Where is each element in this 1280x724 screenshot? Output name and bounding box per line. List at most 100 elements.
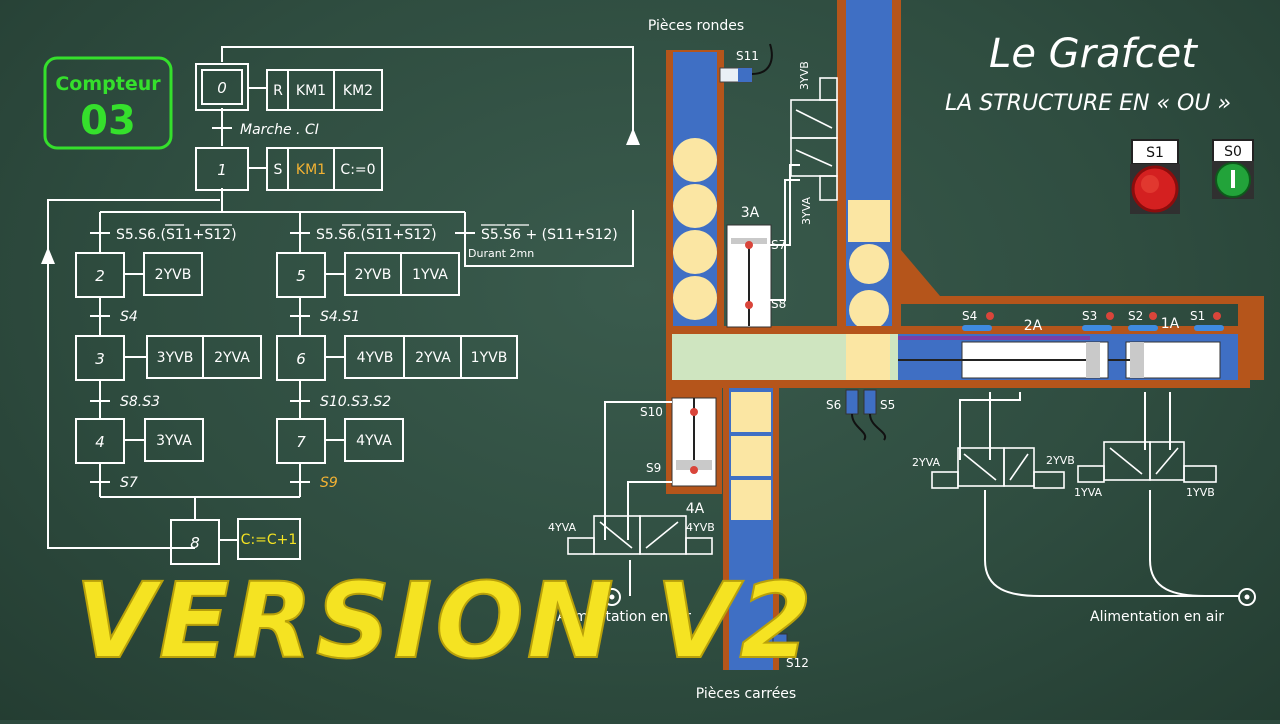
valve-3-mid <box>790 137 838 177</box>
valve-2yvb-label: 2YVB <box>1046 454 1075 467</box>
step-5-number: 5 <box>296 267 306 285</box>
action-box-0 <box>266 69 383 111</box>
s1-button-label: S1 <box>1146 145 1164 161</box>
cylinder-2a <box>898 336 1109 379</box>
counter-label: Compteur <box>55 73 161 95</box>
s4-label: S4 <box>962 309 977 323</box>
action-1-3: C:=0 <box>340 162 375 178</box>
s6-sensor <box>845 389 859 415</box>
square-parts-magazine <box>723 388 779 670</box>
s1-label: S1 <box>1190 309 1205 323</box>
transition-2-label: S4 <box>120 309 138 325</box>
s5-label: S5 <box>880 398 895 412</box>
s0-button[interactable]: S0 <box>1212 139 1254 199</box>
step-1-number: 1 <box>217 161 227 179</box>
action-8-1: C:=C+1 <box>241 532 298 548</box>
s6-label: S6 <box>826 398 841 412</box>
transition-6-label: S10.S3.S2 <box>320 394 391 410</box>
transition-0-label: Marche . CI <box>240 122 319 138</box>
grafcet-lines <box>47 46 634 549</box>
valve-4-right[interactable] <box>639 515 687 555</box>
valve-2-right[interactable] <box>1003 447 1035 487</box>
step-0-number: 0 <box>217 79 227 97</box>
s2-sensor <box>1128 325 1158 331</box>
s5-sensor <box>863 389 877 415</box>
valve-1yvb-label: 1YVB <box>1186 486 1215 499</box>
pneumatic-lines <box>604 164 1240 597</box>
action-0-1: R <box>273 83 283 99</box>
cylinder-4a-label: 4A <box>686 501 705 517</box>
air-supply-right-label: Alimentation en air <box>1090 609 1224 625</box>
action-5-2: 1YVA <box>412 267 448 283</box>
step-8 <box>170 519 220 565</box>
action-5-1: 2YVB <box>355 267 392 283</box>
version-banner: VERSION V2 <box>75 560 815 682</box>
round-parts-magazine <box>666 50 724 340</box>
air-supply-left-label: Alimentation en air <box>557 609 691 625</box>
action-4-1: 3YVA <box>156 433 192 449</box>
action-7-1: 4YVA <box>356 433 392 449</box>
air-supply-right-port <box>1238 588 1256 606</box>
transition-5-label: S4.S1 <box>320 309 360 325</box>
valve-1-right[interactable] <box>1149 441 1185 481</box>
page-title: Le Grafcet <box>989 31 1198 77</box>
s3-sensor <box>1082 325 1112 331</box>
s4-sensor <box>962 325 992 331</box>
step-8-number: 8 <box>190 534 200 552</box>
counter-value: 03 <box>80 98 136 144</box>
action-6-3: 1YVB <box>471 350 508 366</box>
action-0-3: KM2 <box>343 83 373 99</box>
s10-label: S10 <box>640 405 663 419</box>
valve-4yva-label: 4YVA <box>548 521 577 534</box>
valve-3yva-label: 3YVA <box>800 196 813 225</box>
valve-3yvb-label: 3YVB <box>798 61 811 90</box>
counter-display: Compteur 03 <box>43 56 173 150</box>
step-0-initial-inner <box>201 69 243 105</box>
transition-1c-note: Durant 2mn <box>468 247 534 260</box>
cylinder-1a <box>1108 341 1221 379</box>
valve-1yva-label: 1YVA <box>1074 486 1103 499</box>
s2-label: S2 <box>1128 309 1143 323</box>
step-2-number: 2 <box>95 267 105 285</box>
s1-sensor <box>1194 325 1224 331</box>
cylinder-2a-label: 2A <box>1024 318 1043 334</box>
action-2-1: 2YVB <box>155 267 192 283</box>
s0-button-label: S0 <box>1224 144 1242 160</box>
valve-4yvb-label: 4YVB <box>686 521 715 534</box>
step-4-number: 4 <box>95 433 105 451</box>
square-parts-label: Pièces carrées <box>696 686 796 702</box>
loop-arrow-icon <box>41 247 55 264</box>
cylinder-3a-label: 3A <box>741 205 760 221</box>
s3-label: S3 <box>1082 309 1097 323</box>
transition-3-label: S8.S3 <box>120 394 160 410</box>
s11-label: S11 <box>736 49 759 63</box>
transition-1c-label: S5.S6 + (S11+S12) <box>481 227 618 243</box>
s9-label: S9 <box>646 461 661 475</box>
air-supply-left-port <box>603 588 621 606</box>
s12-label: S12 <box>786 656 809 670</box>
step-3-number: 3 <box>95 350 105 368</box>
valve-2yva-label: 2YVA <box>912 456 941 469</box>
action-1-1: S <box>274 162 283 178</box>
return-arrow-icon <box>626 128 640 145</box>
transition-4-label: S7 <box>120 475 138 491</box>
action-6-2: 2YVA <box>415 350 451 366</box>
s1-button[interactable]: S1 <box>1130 139 1180 214</box>
output-column <box>837 0 901 340</box>
action-0-2: KM1 <box>296 83 326 99</box>
transition-7-label: S9 <box>320 475 338 491</box>
transition-1b-label: S5.S6.(S11+S12) <box>316 227 437 243</box>
page-subtitle: LA STRUCTURE EN « OU » <box>945 91 1231 116</box>
action-1-2: KM1 <box>296 162 326 178</box>
round-parts-label: Pièces rondes <box>648 18 744 34</box>
transition-1a-label: S5.S6.(S11+S12) <box>116 227 237 243</box>
s12-sensor <box>772 633 788 651</box>
action-3-1: 3YVB <box>157 350 194 366</box>
action-3-2: 2YVA <box>214 350 250 366</box>
step-7-number: 7 <box>296 433 306 451</box>
cylinder-1a-label: 1A <box>1161 316 1180 332</box>
step-6-number: 6 <box>296 350 306 368</box>
action-6-1: 4YVB <box>357 350 394 366</box>
